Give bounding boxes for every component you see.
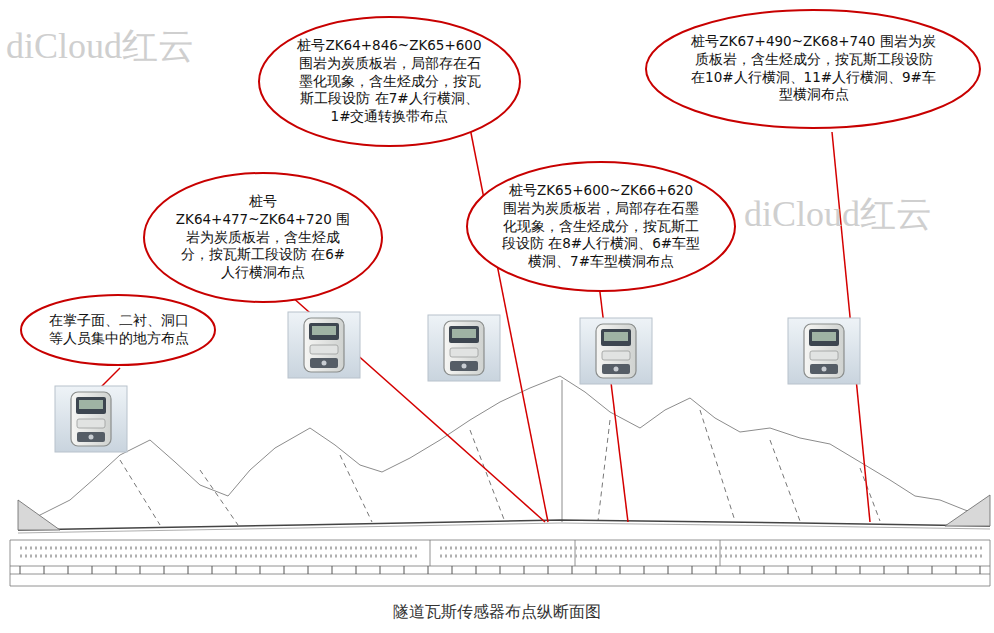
station-tick	[644, 566, 645, 574]
station-tick	[452, 566, 453, 574]
station-tick	[380, 566, 381, 574]
station-tick	[956, 566, 957, 574]
profile-part	[860, 468, 880, 521]
callout-ellipse: 桩号ZK64+846~ZK65+600 围岩为炭质板岩，局部存在石墨化现象，含生…	[258, 16, 521, 147]
gas-sensor-picture	[580, 318, 652, 384]
callout-text: 在掌子面、二衬、洞口等人员集中的地方布点	[46, 312, 191, 348]
ellipse-shape	[646, 10, 980, 128]
profile-part	[340, 455, 372, 522]
caption: 隧道瓦斯传感器布点纵断面图	[393, 602, 601, 623]
profile-part	[20, 555, 420, 558]
station-tick	[476, 566, 477, 574]
station-tick	[404, 566, 405, 574]
station-tick	[308, 566, 309, 574]
profile-part	[18, 376, 990, 528]
station-tick	[812, 566, 813, 574]
station-tick	[860, 566, 861, 574]
ellipse-shape	[144, 173, 382, 302]
gas-sensor-picture	[788, 318, 860, 384]
station-tick	[116, 566, 117, 574]
gas-sensor-picture	[288, 312, 360, 378]
station-tick	[764, 566, 765, 574]
profile-part	[720, 540, 721, 566]
gas-sensor-picture	[428, 315, 500, 381]
callout-text: 桩号ZK67+490~ZK68+740 围岩为炭质板岩，含生烃成分，按瓦斯工段设…	[689, 33, 938, 104]
callout-ellipse: 桩号ZK65+600~ZK66+620 围岩为炭质板岩，局部存在石墨化现象，含生…	[466, 161, 736, 292]
fault-lines	[120, 410, 880, 525]
profile-part	[990, 540, 991, 586]
station-tick	[92, 566, 93, 574]
station-tick	[788, 566, 789, 574]
ellipse-shape	[259, 17, 520, 146]
station-tick	[596, 566, 597, 574]
profile-part	[945, 495, 990, 526]
tunnel-invert	[18, 523, 990, 533]
station-tick	[284, 566, 285, 574]
station-tick	[68, 566, 69, 574]
station-tick	[188, 566, 189, 574]
profile-part	[10, 540, 11, 586]
watermark: diCloud红云	[6, 22, 194, 71]
station-tick	[740, 566, 741, 574]
mountain-outline	[18, 376, 990, 528]
station-tick	[572, 566, 573, 574]
tunnel-axis	[18, 520, 990, 530]
profile-part	[700, 410, 735, 521]
station-tick	[20, 566, 21, 574]
table-fill-marks	[20, 548, 985, 556]
ellipse-shape	[467, 162, 735, 291]
station-tick	[236, 566, 237, 574]
ellipse-shape	[21, 295, 215, 365]
station-tick	[260, 566, 261, 574]
station-tick	[548, 566, 549, 574]
station-tick	[524, 566, 525, 574]
station-tick	[212, 566, 213, 574]
station-tick	[140, 566, 141, 574]
profile-part	[18, 500, 60, 530]
station-tick	[620, 566, 621, 574]
watermark: diCloud红云	[744, 190, 932, 239]
gas-sensor-picture	[55, 386, 127, 452]
station-tick	[836, 566, 837, 574]
station-ticks	[20, 566, 980, 574]
profile-part	[200, 470, 238, 525]
callout-ellipse: 桩号ZK64+477~ZK64+720 围岩为炭质板岩，含生烃成分，按瓦斯工段设…	[143, 172, 383, 303]
station-tick	[980, 566, 981, 574]
callout-ellipse: 桩号ZK67+490~ZK68+740 围岩为炭质板岩，含生烃成分，按瓦斯工段设…	[645, 9, 981, 129]
station-tick	[884, 566, 885, 574]
profile-part	[440, 555, 985, 558]
station-tick	[332, 566, 333, 574]
tunnel-portal	[18, 495, 990, 530]
profile-part	[430, 540, 431, 566]
profile-part	[10, 586, 990, 587]
callout-text: 桩号ZK64+477~ZK64+720 围岩为炭质板岩，含生烃成分，按瓦斯工段设…	[174, 193, 352, 282]
station-tick	[668, 566, 669, 574]
station-tick	[908, 566, 909, 574]
station-tick	[692, 566, 693, 574]
station-tick	[428, 566, 429, 574]
callout-ellipse: 在掌子面、二衬、洞口等人员集中的地方布点	[20, 294, 216, 366]
profile-part	[20, 547, 420, 550]
profile-part	[440, 547, 985, 550]
profile-part	[598, 420, 610, 521]
station-tick	[716, 566, 717, 574]
callout-text: 桩号ZK64+846~ZK65+600 围岩为炭质板岩，局部存在石墨化现象，含生…	[292, 37, 487, 126]
axis-line	[562, 380, 563, 522]
profile-table	[10, 540, 990, 586]
station-tick	[500, 566, 501, 574]
profile-part	[282, 288, 545, 522]
station-tick	[164, 566, 165, 574]
station-tick	[932, 566, 933, 574]
profile-part	[10, 540, 990, 541]
profile-part	[470, 430, 505, 522]
station-tick	[356, 566, 357, 574]
profile-part	[770, 440, 800, 521]
profile-part	[598, 276, 628, 522]
callout-text: 桩号ZK65+600~ZK66+620 围岩为炭质板岩，局部存在石墨化现象，含生…	[501, 182, 701, 271]
station-tick	[44, 566, 45, 574]
profile-part	[120, 460, 160, 525]
profile-part	[575, 540, 576, 566]
